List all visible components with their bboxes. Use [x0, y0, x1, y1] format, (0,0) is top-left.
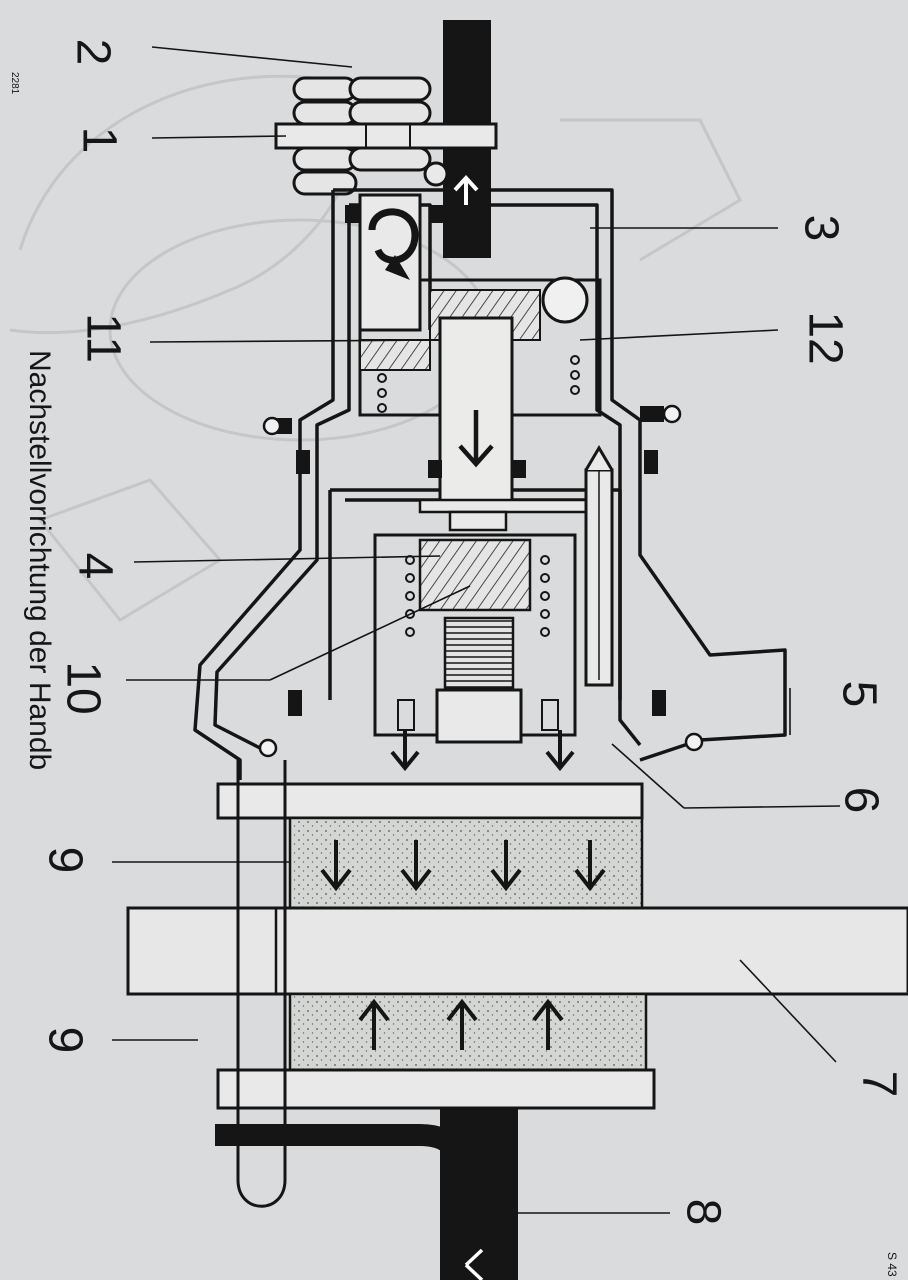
o-rings [258, 404, 704, 758]
callout-6: 6 [834, 787, 887, 814]
spring-coils [292, 76, 432, 196]
callout-2: 2 [66, 39, 119, 66]
callout-10: 10 [56, 661, 109, 714]
pad-carrier-lower [216, 1068, 656, 1110]
edge-code: 2281 [9, 72, 20, 95]
callout-8: 8 [676, 1199, 729, 1226]
brake-pad-upper [288, 816, 644, 910]
arrow-up-icon [453, 175, 479, 205]
arrow-down-icon [458, 410, 494, 468]
brake-disc [126, 906, 908, 996]
brake-pad-lower [288, 992, 648, 1072]
callout-11: 11 [76, 313, 129, 363]
callout-3: 3 [794, 215, 847, 242]
seals [268, 406, 666, 716]
callout-7: 7 [852, 1071, 905, 1098]
ball-valve [541, 276, 589, 324]
lever-plate [274, 122, 498, 187]
callout-4: 4 [68, 553, 121, 580]
arrow-left-icon [464, 1248, 484, 1280]
callouts: 2 1 11 4 10 9 9 3 12 5 6 7 8 [38, 39, 905, 1226]
callout-1: 1 [72, 127, 125, 154]
adjuster-block [358, 276, 602, 417]
pressure-arrows-chamber [390, 730, 575, 772]
pad-carrier-upper [216, 782, 644, 820]
callout-9a: 9 [38, 847, 91, 874]
frame-bolt [236, 760, 287, 1208]
adjuster-spindle [373, 533, 577, 744]
callout-9b: 9 [38, 1027, 91, 1054]
brake-line-bottom [215, 1108, 518, 1280]
leader-lines [112, 46, 841, 1214]
callout-12: 12 [798, 311, 851, 364]
push-rod [418, 316, 612, 532]
arrow-down-icon [545, 730, 575, 772]
guide-pin [584, 445, 614, 687]
rotation-cam [345, 193, 444, 332]
corner-code: S 43 [885, 1252, 899, 1277]
callout-5: 5 [832, 681, 885, 708]
figure-caption: Nachstellvorrichtung der Handb [23, 350, 56, 770]
arrow-down-icon [390, 730, 420, 772]
